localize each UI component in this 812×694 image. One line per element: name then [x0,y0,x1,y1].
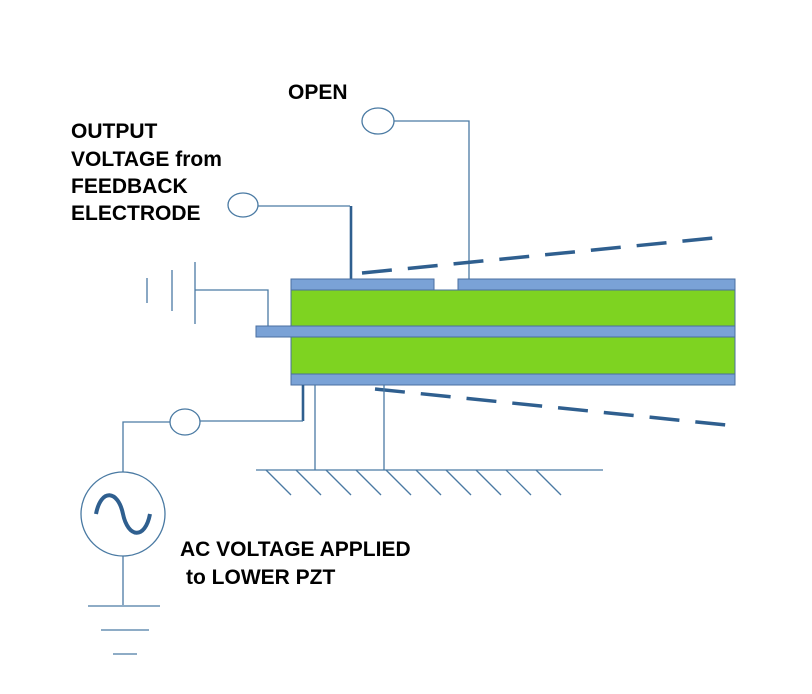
ac-source-wiring [122,385,305,472]
lower-deflection-dashed-line [374,387,737,428]
open-label: OPEN [288,81,348,104]
ac-label-line2: to LOWER PZT [186,566,335,589]
ac-label-line1: AC VOLTAGE APPLIED [180,538,411,561]
open-electrode [457,278,736,291]
hatched-ground-support-icon [256,385,603,496]
support-hatching [265,469,562,496]
sine-wave [94,493,152,535]
center-electrode [255,325,736,338]
output-label-line3: FEEDBACK [71,175,188,198]
open-terminal [361,107,470,280]
lower-pzt-layer [290,336,736,375]
sine-wave-source-icon [80,471,166,605]
open-terminal-circle [361,107,395,135]
bimorph-stack [255,278,736,386]
upper-pzt-layer [290,289,736,327]
output-terminal [227,192,353,279]
feedback-electrode [290,278,435,291]
output-terminal-circle [227,192,259,218]
ac-terminal-circle [169,408,201,436]
ground-icon [88,605,160,655]
dc-battery-icon [146,262,269,326]
output-label-line4: ELECTRODE [71,202,201,225]
ac-wire-left [122,421,170,472]
battery-wire [195,289,269,326]
output-label-line2: VOLTAGE from [71,148,222,171]
output-label-line1: OUTPUT [71,120,158,143]
open-wire [394,120,470,280]
bottom-electrode [290,373,736,386]
upper-deflection-dashed-line [361,235,725,275]
